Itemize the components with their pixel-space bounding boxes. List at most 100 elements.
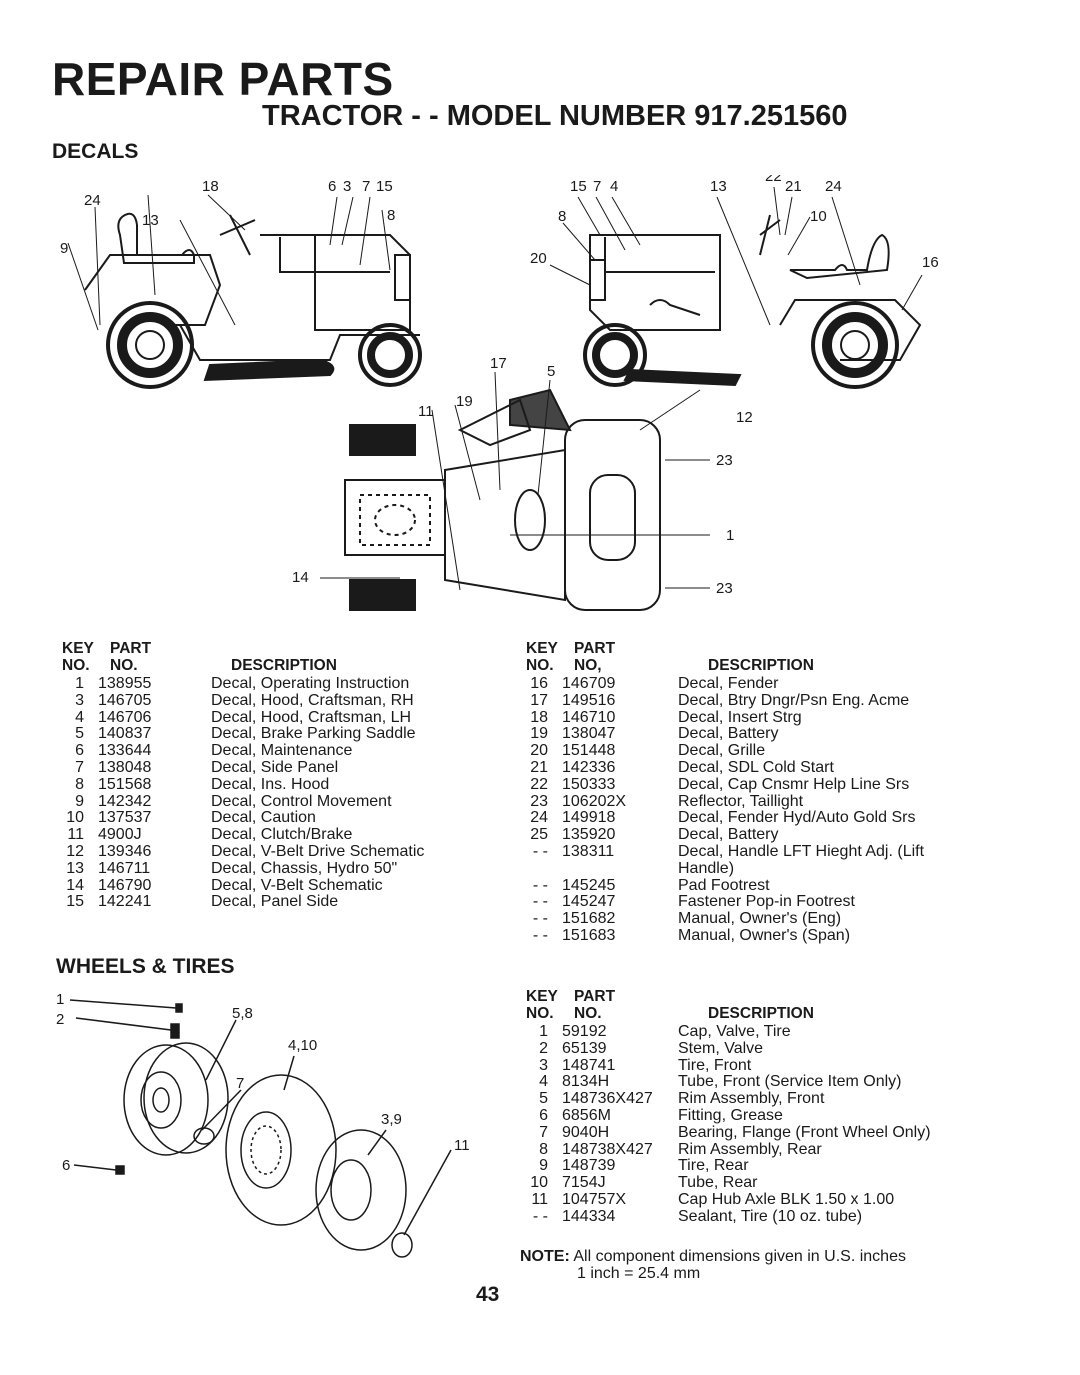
part-description: Decal, Clutch/Brake: [211, 826, 353, 844]
part-number: 151448: [562, 742, 616, 760]
part-number: 137537: [98, 809, 152, 827]
col-key-label: KEY: [526, 988, 558, 1005]
part-number: 138311: [562, 842, 615, 860]
tractor-top-view-diagram: 17 5 11 19 12 23 1 23 14: [280, 350, 760, 630]
part-number: 142241: [98, 893, 152, 911]
callout-24-left: 24: [84, 192, 101, 209]
part-description: Cap Hub Axle BLK 1.50 x 1.00: [678, 1190, 895, 1208]
col-part-label: PART: [574, 988, 616, 1005]
key-number: 15: [66, 893, 84, 911]
part-number: 148736X427: [562, 1090, 653, 1108]
part-description: Decal, Btry Dngr/Psn Eng. Acme: [678, 691, 910, 709]
key-number: 6: [75, 742, 84, 760]
key-number: 8: [75, 775, 84, 793]
key-number: 23: [530, 792, 548, 810]
callout-5: 5: [547, 363, 555, 380]
col-no2-label: NO,: [574, 657, 602, 674]
part-description: Pad Footrest: [678, 876, 770, 894]
part-description: Fitting, Grease: [678, 1106, 783, 1124]
part-description: Decal, Caution: [211, 809, 316, 827]
part-number: 133644: [98, 742, 152, 760]
part-description: Decal, Cap Cnsmr Help Line Srs: [678, 775, 910, 793]
table-row: 3 148741 Tire, Front: [520, 1056, 960, 1075]
callout-w-4-10: 4,10: [288, 1037, 317, 1054]
part-number: 151568: [98, 775, 152, 793]
part-number: 148741: [562, 1056, 616, 1074]
callout-15-left: 15: [376, 178, 393, 195]
key-number: 2: [539, 1039, 548, 1057]
callout-1: 1: [726, 527, 734, 544]
callout-16: 16: [922, 254, 939, 271]
callout-9: 9: [60, 240, 68, 257]
part-description: Decal, Fender Hyd/Auto Gold Srs: [678, 809, 916, 827]
col-no2-label: NO.: [110, 657, 138, 674]
callout-18: 18: [202, 178, 219, 195]
key-number: 3: [539, 1056, 548, 1074]
part-number: 146709: [562, 675, 616, 692]
key-number: 17: [530, 691, 548, 709]
key-number: 6: [539, 1106, 548, 1124]
callout-20: 20: [530, 250, 547, 267]
key-number: 11: [531, 1190, 548, 1208]
part-number: 148739: [562, 1157, 616, 1175]
part-description: Decal, Control Movement: [211, 792, 392, 810]
part-number: 138047: [562, 725, 616, 743]
part-number: 106202X: [562, 792, 627, 810]
part-description: Rim Assembly, Rear: [678, 1140, 822, 1158]
col-no-label: NO.: [62, 657, 90, 674]
key-number: 24: [530, 809, 548, 827]
part-number: 65139: [562, 1039, 607, 1057]
part-description: Fastener Pop-in Footrest: [678, 893, 855, 911]
key-number: - -: [532, 926, 548, 944]
key-number: 7: [539, 1123, 548, 1141]
col-no-label: NO.: [526, 1005, 554, 1022]
part-description: Decal, Brake Parking Saddle: [211, 725, 416, 743]
callout-22: 22: [765, 175, 782, 185]
part-description: Bearing, Flange (Front Wheel Only): [678, 1123, 931, 1141]
part-description: Decal, Hood, Craftsman, LH: [211, 708, 412, 726]
key-number: 3: [75, 691, 84, 709]
part-description: Tire, Rear: [678, 1157, 749, 1175]
callout-11: 11: [418, 403, 434, 420]
callout-w-6: 6: [62, 1157, 70, 1174]
callout-23-bottom: 23: [716, 580, 733, 597]
part-number: 150333: [562, 775, 616, 793]
key-number: - -: [532, 910, 548, 928]
key-number: 13: [66, 859, 84, 877]
part-description: Tire, Front: [678, 1056, 752, 1074]
callout-6: 6: [328, 178, 336, 195]
wheels-heading: WHEELS & TIRES: [56, 955, 235, 978]
part-description: Decal, Panel Side: [211, 893, 339, 911]
part-description: Decal, Chassis, Hydro 50": [211, 859, 398, 877]
part-description: Decal, Grille: [678, 742, 766, 760]
part-number: 8134H: [562, 1073, 610, 1091]
key-number: 25: [530, 826, 548, 844]
note-label: NOTE:: [520, 1248, 570, 1265]
callout-w-5-8: 5,8: [232, 1005, 253, 1022]
col-part-label: PART: [110, 640, 152, 657]
part-description: Decal, V-Belt Drive Schematic: [211, 842, 425, 860]
key-number: 22: [530, 775, 548, 793]
callout-w-2: 2: [56, 1011, 64, 1028]
part-number: 151682: [562, 910, 616, 928]
callout-12: 12: [736, 409, 753, 426]
key-number: 11: [67, 826, 84, 844]
callout-8-left: 8: [387, 207, 395, 224]
